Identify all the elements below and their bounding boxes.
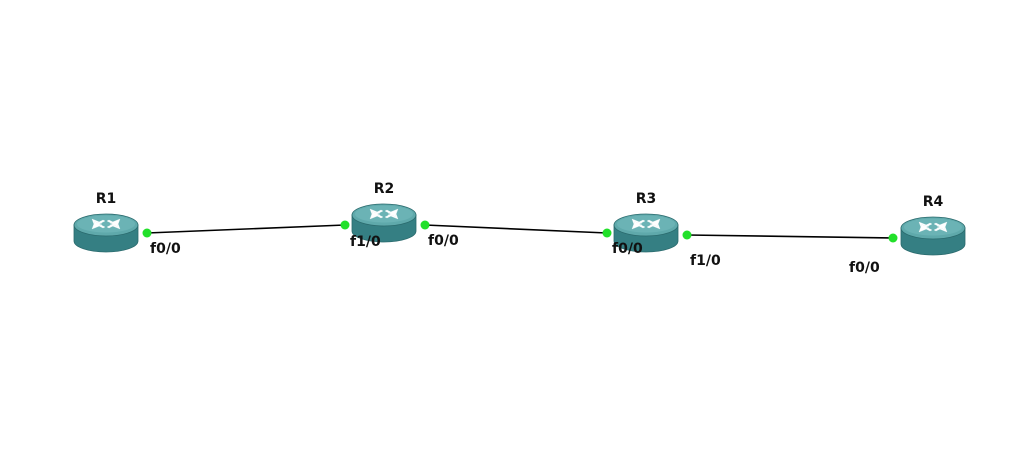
router-label: R4 xyxy=(923,194,944,210)
router-r1[interactable]: R1 xyxy=(73,191,139,253)
router-label: R3 xyxy=(636,191,657,207)
port-status-dot xyxy=(340,220,350,230)
link-r3-r4[interactable] xyxy=(686,234,894,239)
links-layer xyxy=(146,224,894,239)
port-labels-layer: f0/0 f1/0 f0/0 f0/0 f1/0 f0/0 xyxy=(150,233,880,276)
link-r1-r2[interactable] xyxy=(146,224,346,234)
port-status-dot xyxy=(602,228,612,238)
link-r2-r3[interactable] xyxy=(424,224,608,234)
port-status-dot xyxy=(142,228,152,238)
router-r4[interactable]: R4 xyxy=(900,194,966,256)
router-icon xyxy=(900,216,966,256)
port-label-r2-f0-0: f0/0 xyxy=(428,233,459,249)
port-dots-layer xyxy=(142,220,898,243)
router-icon xyxy=(73,213,139,253)
router-label: R2 xyxy=(374,181,395,197)
port-status-dot xyxy=(888,233,898,243)
router-r3[interactable]: R3 xyxy=(613,191,679,253)
router-label: R1 xyxy=(96,191,117,207)
port-status-dot xyxy=(420,220,430,230)
port-label-r2-f1-0: f1/0 xyxy=(350,234,381,250)
port-label-r1-f0-0: f0/0 xyxy=(150,241,181,257)
router-r2[interactable]: R2 xyxy=(351,181,417,243)
port-status-dot xyxy=(682,230,692,240)
port-label-r3-f0-0: f0/0 xyxy=(612,241,643,257)
port-label-r4-f0-0: f0/0 xyxy=(849,260,880,276)
port-label-r3-f1-0: f1/0 xyxy=(690,253,721,269)
